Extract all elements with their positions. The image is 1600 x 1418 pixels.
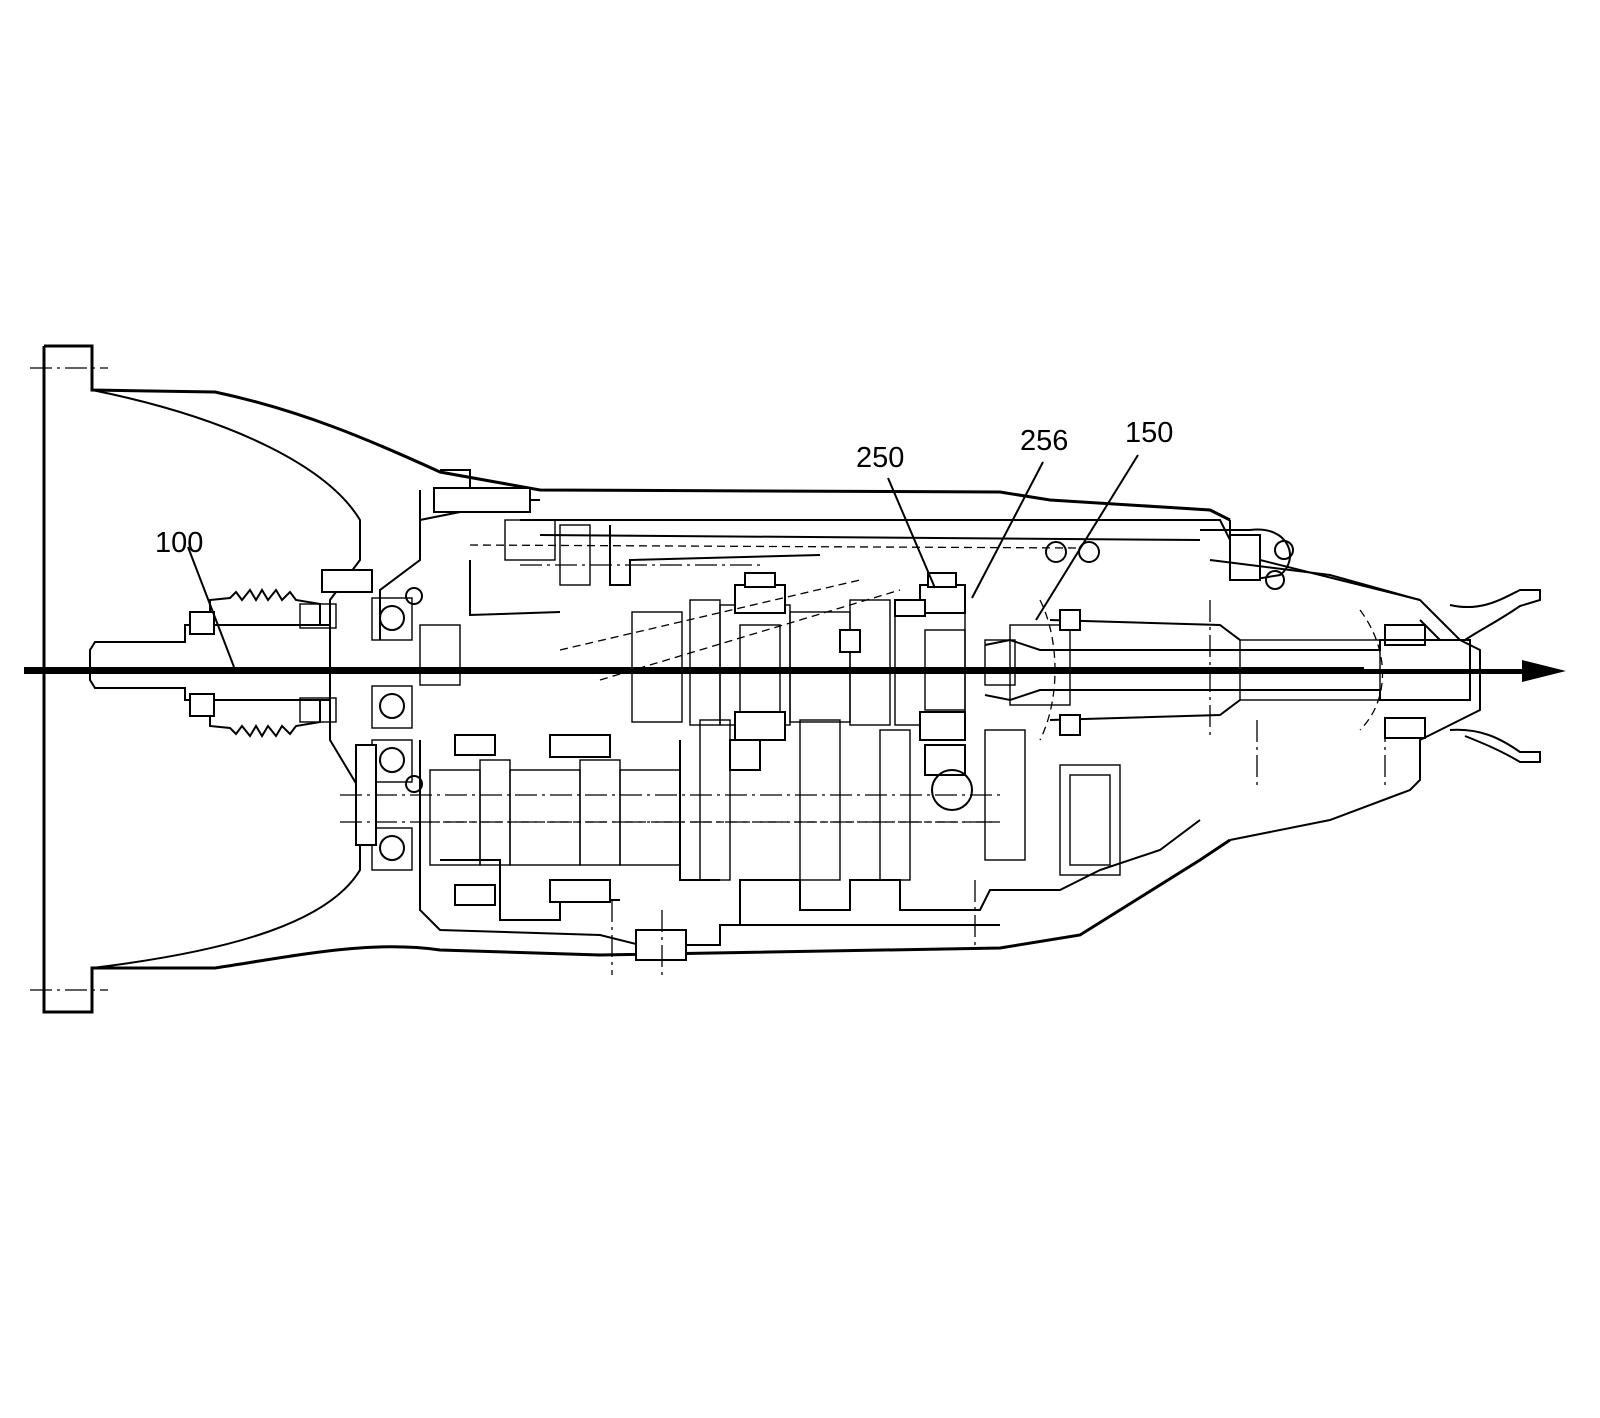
callout-250: 250	[856, 442, 904, 474]
input-shaft	[89, 588, 337, 738]
callout-256: 256	[1020, 425, 1068, 457]
callout-150: 150	[1125, 417, 1173, 449]
power-flow-arrow	[24, 660, 1566, 682]
arrow-head-icon	[1522, 660, 1566, 682]
leader-lines	[187, 454, 1139, 668]
gear-train	[340, 572, 1121, 906]
callout-100: 100	[155, 527, 203, 559]
main-case	[321, 469, 1541, 980]
centerlines	[340, 564, 1000, 975]
